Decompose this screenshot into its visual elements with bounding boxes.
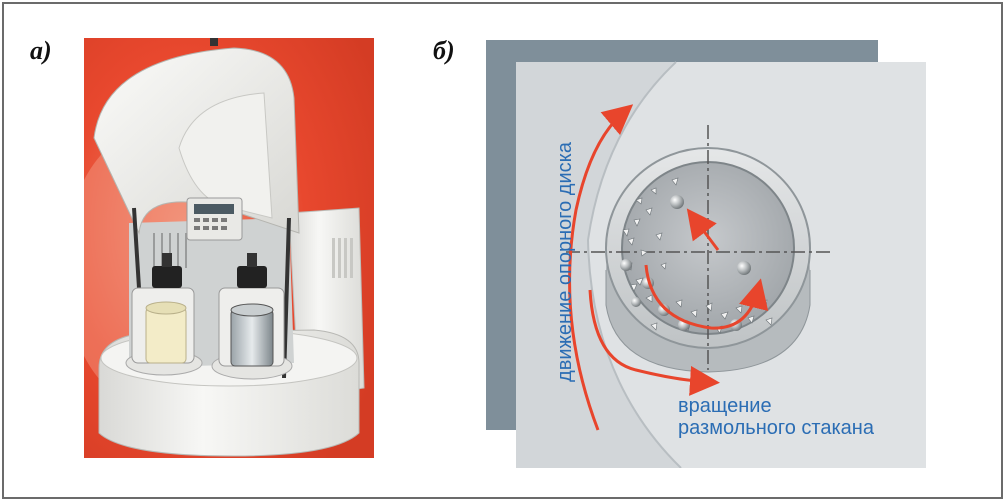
panel-label-a: а)	[30, 36, 52, 66]
panel-label-b: б)	[433, 36, 455, 66]
disk-motion-label: движение опорного диска	[554, 142, 576, 382]
planetary-ball-mill-photo	[84, 38, 374, 458]
jar-rotation-label-line1: вращение	[678, 395, 874, 417]
jar-rotation-label-line2: размольного стакана	[678, 417, 874, 439]
jar-rotation-label: вращение размольного стакана	[678, 395, 874, 439]
mill-illustration	[84, 38, 374, 458]
